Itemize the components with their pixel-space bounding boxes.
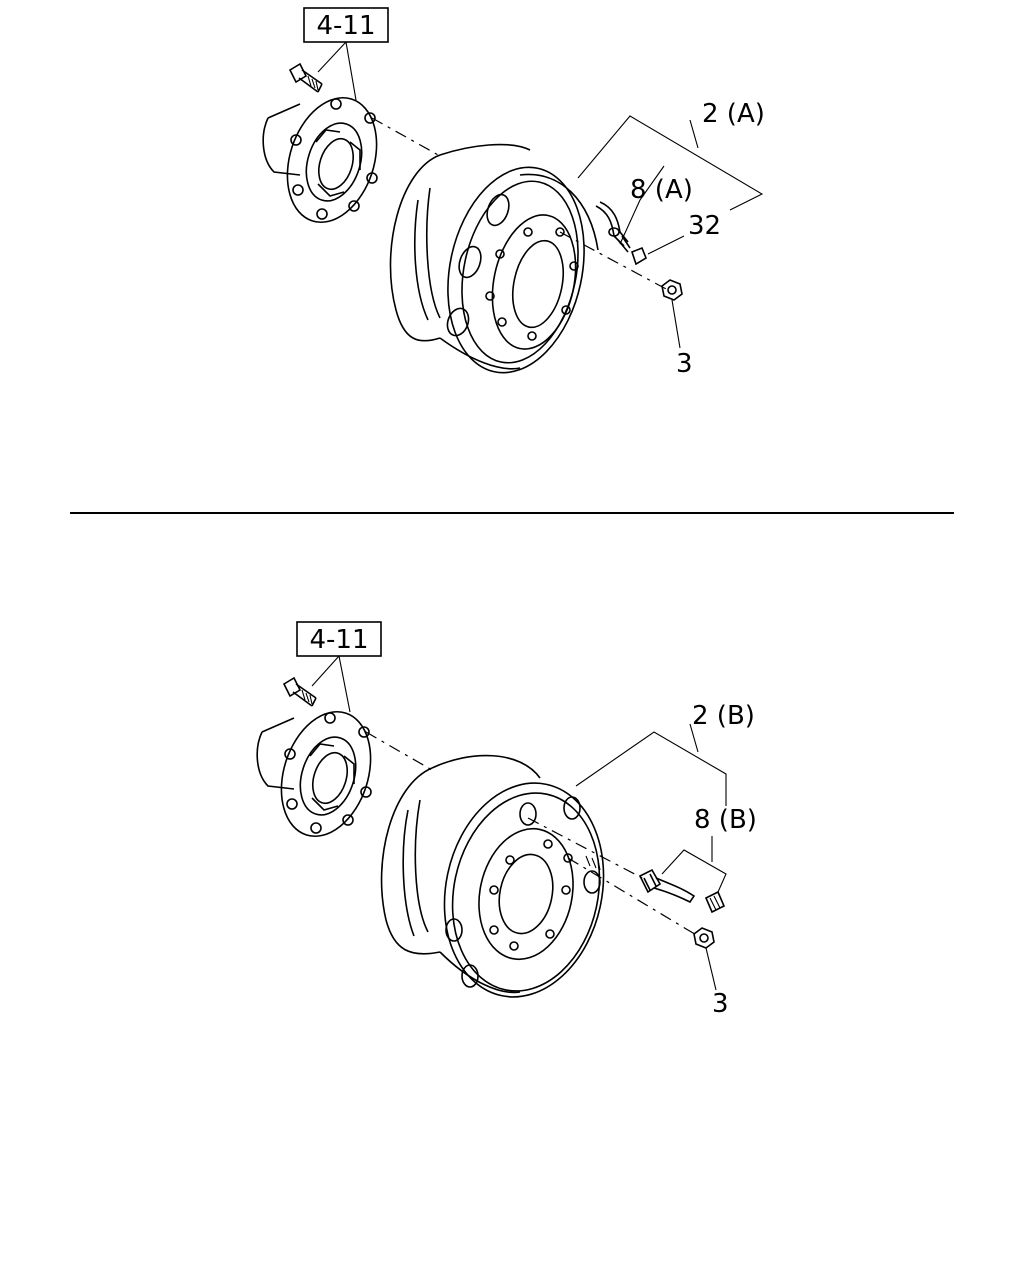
bottom-valve-8b-icon <box>638 868 696 904</box>
bottom-label-wheel: 2 (B) <box>692 701 755 731</box>
bottom-label-valve: 8 (B) <box>694 805 757 835</box>
top-wheel-nut-3-icon <box>661 279 683 301</box>
top-assembly: 4-11 <box>262 7 765 379</box>
bottom-wheel-2b-icon <box>380 754 605 998</box>
bottom-ref-box[interactable]: 4-11 <box>296 621 382 657</box>
bottom-wheel-nut-3-icon <box>693 927 715 949</box>
top-hub-bolt-icon <box>288 62 323 93</box>
top-label-cap: 32 <box>688 211 721 241</box>
top-label-valve: 8 (A) <box>630 175 693 205</box>
bottom-hub-bolt-icon <box>282 676 317 707</box>
bottom-assembly: 4-11 <box>256 621 757 1019</box>
top-label-wheel: 2 (A) <box>702 99 765 129</box>
top-wheel-2a-icon <box>389 143 599 374</box>
top-valve-8a-icon <box>595 201 631 253</box>
bottom-label-nut: 3 <box>712 989 729 1019</box>
top-label-nut: 3 <box>676 349 693 379</box>
bottom-valve-cap-icon <box>704 890 726 914</box>
top-ref-label: 4-11 <box>316 11 375 41</box>
bottom-ref-label: 4-11 <box>309 625 368 655</box>
top-ref-box[interactable]: 4-11 <box>303 7 389 43</box>
top-valve-cap-32-icon <box>631 246 647 266</box>
bottom-hub-icon <box>256 710 372 838</box>
top-hub-icon <box>262 96 378 224</box>
